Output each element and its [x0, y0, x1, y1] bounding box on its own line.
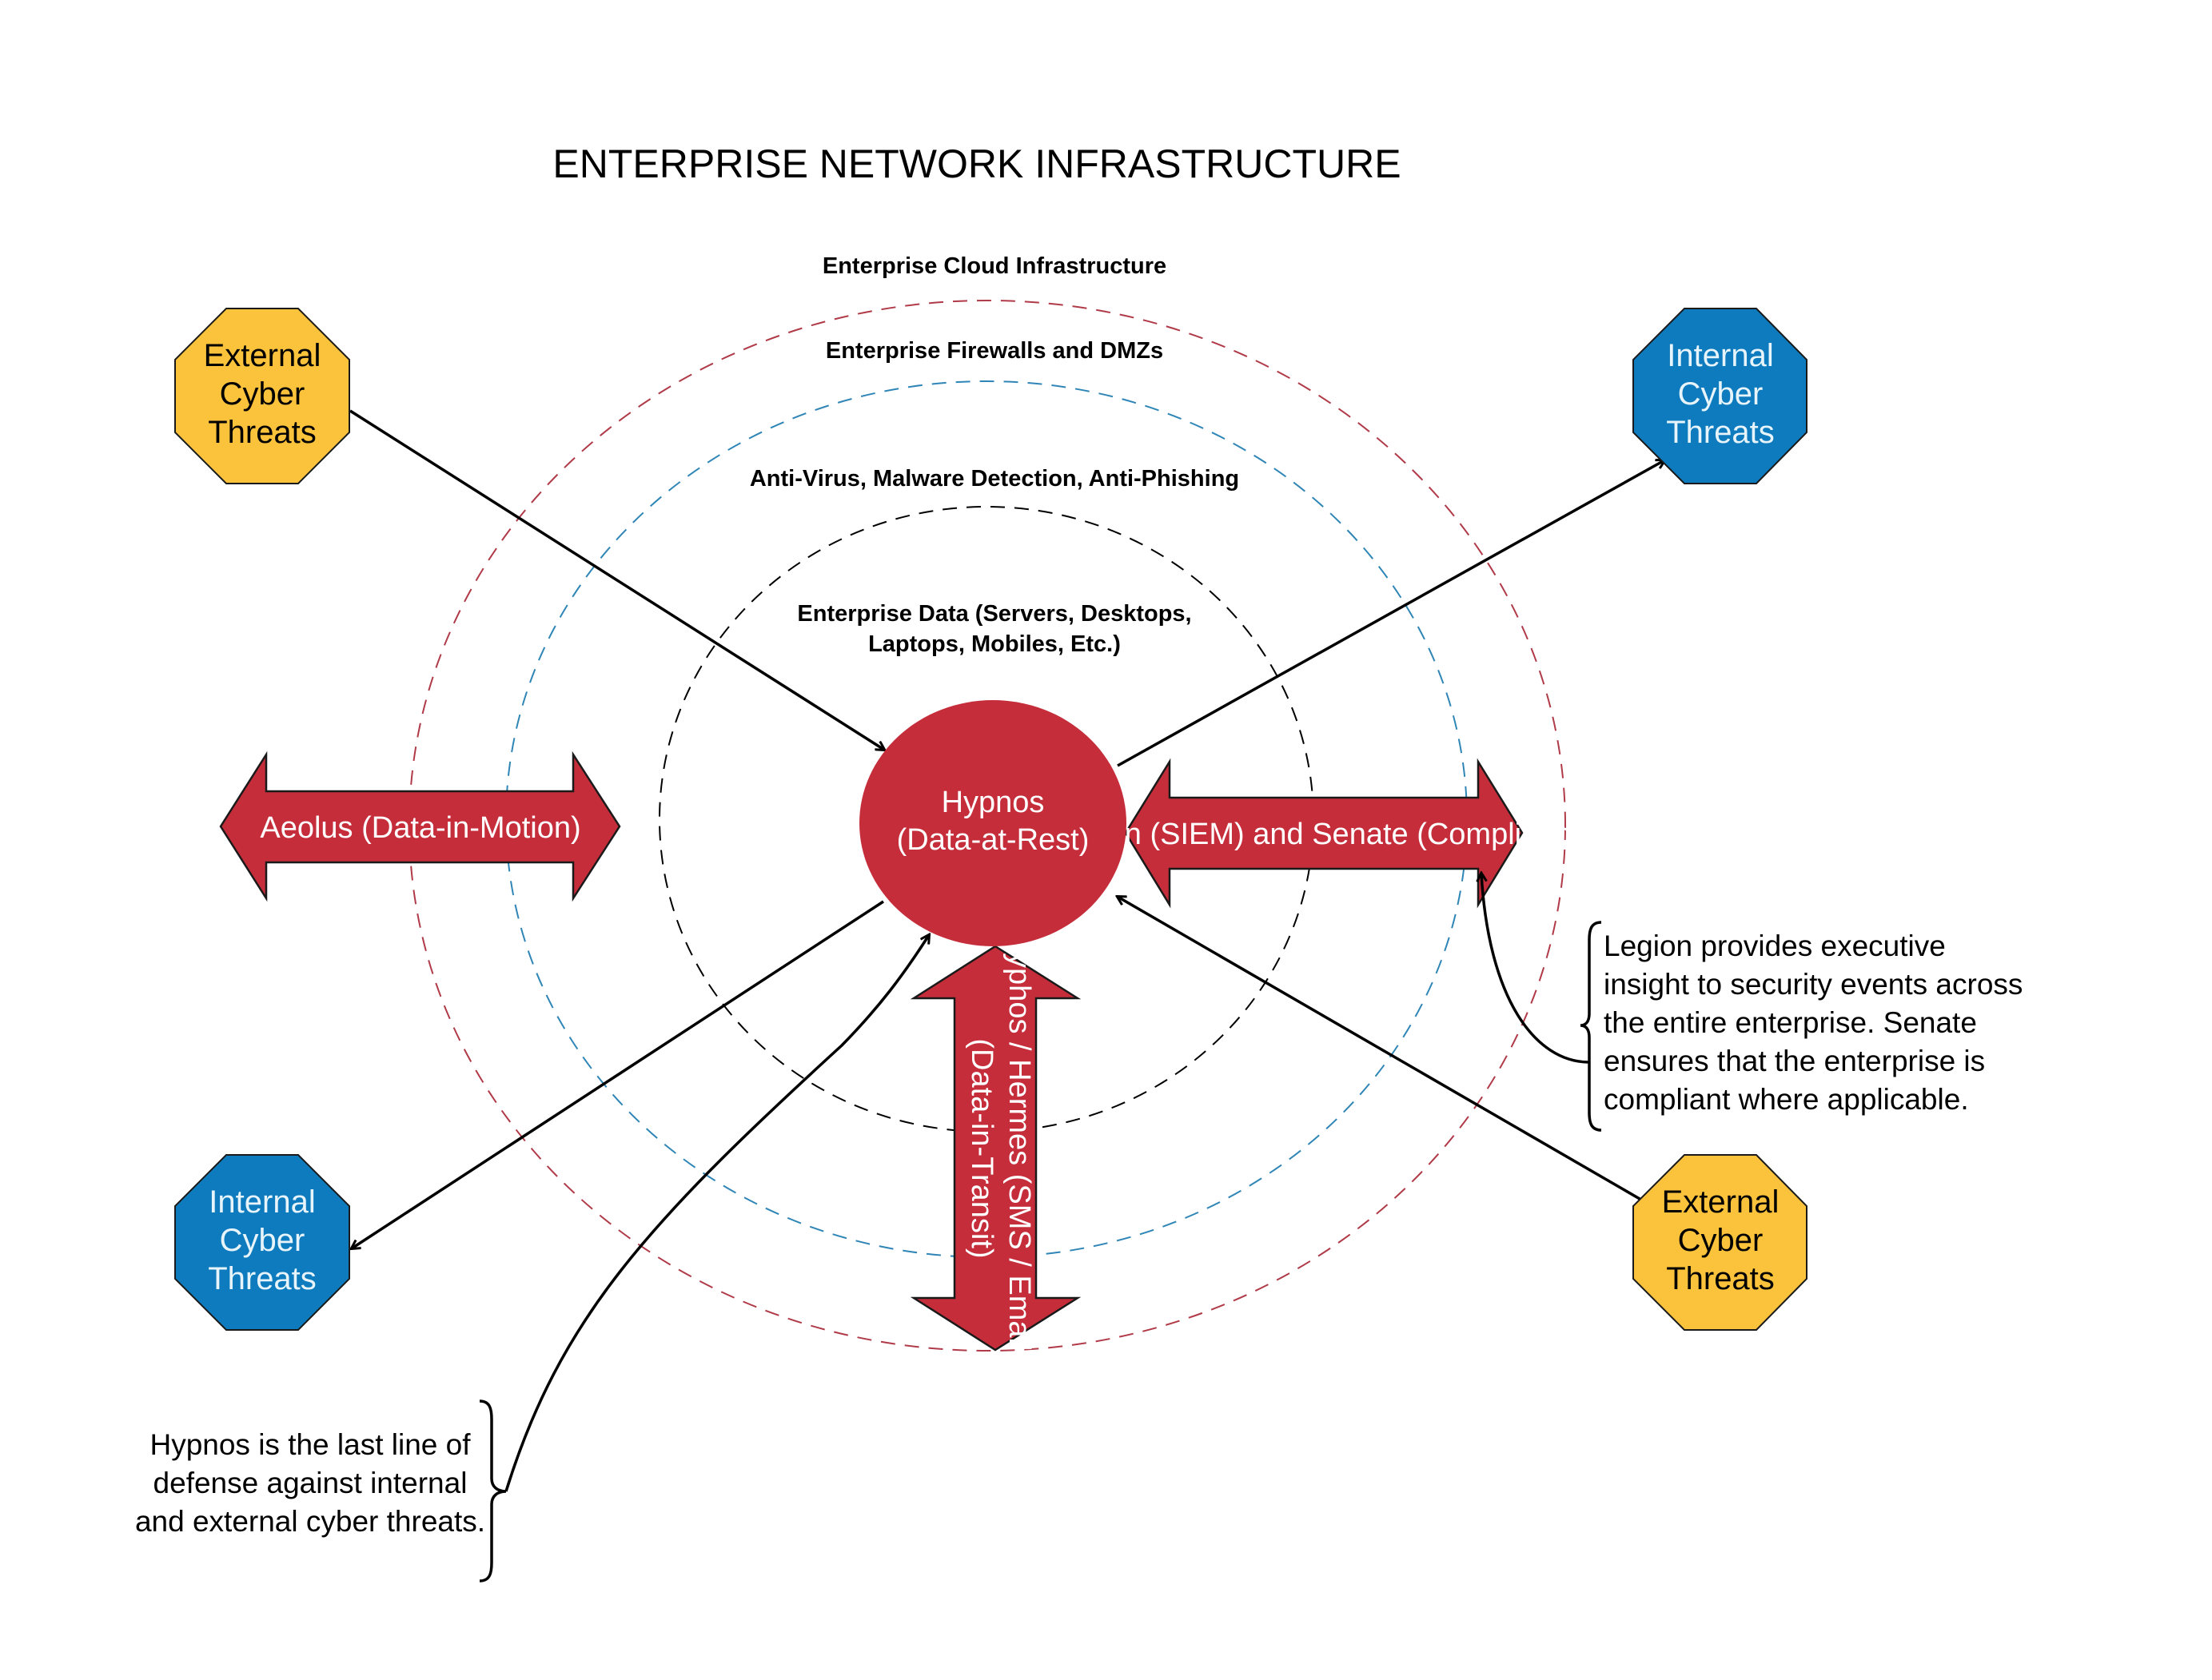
legion-note-line2: insight to security events across [1604, 968, 2023, 1001]
connector-external-top-left [349, 409, 884, 750]
hypnos-annotation: Hypnos is the last line of defense again… [135, 935, 929, 1582]
hypnos-note-line1: Hypnos is the last line of [149, 1428, 471, 1461]
threat-label-line2: Cyber [1678, 376, 1764, 412]
typhos-label-line1: Typhos / Hermes (SMS / Email) [1002, 936, 1036, 1361]
threat-label-line3: Threats [208, 415, 317, 450]
typhos-arrow: Typhos / Hermes (SMS / Email) (Data-in-T… [910, 936, 1082, 1361]
hypnos-curve-arrow [504, 935, 929, 1492]
threat-label-line3: Threats [1666, 1261, 1775, 1296]
threat-label-line2: Cyber [1678, 1223, 1764, 1258]
connector-internal-top-right [1117, 460, 1664, 767]
octagon-internal [1632, 308, 1807, 484]
legion-annotation: Legion provides executive insight to sec… [1481, 874, 2023, 1132]
threat-internal-bottom-left: Internal Cyber Threats [174, 1154, 350, 1331]
legion-note-line1: Legion provides executive [1604, 930, 1946, 962]
diagram-title: ENTERPRISE NETWORK INFRASTRUCTURE [552, 141, 1401, 186]
typhos-label-line2: (Data-in-Transit) [965, 1038, 998, 1258]
threat-label-line2: Cyber [220, 1223, 305, 1258]
ring-label-data-line1: Enterprise Data (Servers, Desktops, [797, 601, 1191, 627]
hypnos-brace [479, 1399, 507, 1582]
legion-arrow-shape [1124, 758, 1524, 909]
threat-internal-top-right: Internal Cyber Threats [1632, 308, 1807, 484]
ring-label-cloud: Enterprise Cloud Infrastructure [823, 253, 1166, 279]
threat-label-line3: Threats [1666, 415, 1775, 450]
aeolus-arrow: Aeolus (Data-in-Motion) [219, 750, 621, 902]
hypnos-note-line2: defense against internal [153, 1467, 468, 1499]
ring-label-antivirus: Anti-Virus, Malware Detection, Anti-Phis… [750, 466, 1239, 492]
threat-label-line1: External [1662, 1184, 1780, 1220]
hypnos-label-line1: Hypnos [942, 786, 1045, 819]
hypnos-note-line3: and external cyber threats. [135, 1505, 485, 1538]
legion-note-line5: compliant where applicable. [1604, 1083, 1969, 1116]
legion-curve-arrow [1481, 874, 1589, 1064]
threat-label-line1: Internal [209, 1184, 315, 1220]
threat-label-line3: Threats [208, 1261, 317, 1296]
octagon-internal [174, 1154, 350, 1331]
connector-internal-bottom-left [352, 900, 884, 1248]
octagon-external [174, 308, 350, 484]
hypnos-circle [859, 700, 1126, 946]
legion-brace [1580, 921, 1602, 1132]
legion-label: Legion (SIEM) and Senate (Compliance) [1050, 818, 1597, 851]
legion-note-line3: the entire enterprise. Senate [1604, 1006, 1977, 1039]
connector-external-bottom-right [1118, 897, 1646, 1204]
threat-external-top-left: External Cyber Threats [174, 308, 350, 484]
legion-note-line4: ensures that the enterprise is [1604, 1045, 1985, 1077]
ring-label-data-line2: Laptops, Mobiles, Etc.) [868, 631, 1121, 657]
hypnos-hub: Hypnos (Data-at-Rest) [859, 700, 1126, 946]
threat-label-line2: Cyber [220, 376, 305, 412]
aeolus-label: Aeolus (Data-in-Motion) [260, 811, 580, 845]
aeolus-arrow-shape [219, 750, 621, 902]
threat-label-line1: External [204, 338, 321, 373]
legion-arrow: Legion (SIEM) and Senate (Compliance) [1050, 758, 1597, 909]
ring-label-firewall: Enterprise Firewalls and DMZs [826, 338, 1163, 364]
octagon-external [1632, 1154, 1807, 1331]
typhos-arrow-shape [910, 945, 1082, 1352]
hypnos-label-line2: (Data-at-Rest) [897, 823, 1090, 857]
threat-external-bottom-right: External Cyber Threats [1632, 1154, 1807, 1331]
threat-label-line1: Internal [1667, 338, 1773, 373]
